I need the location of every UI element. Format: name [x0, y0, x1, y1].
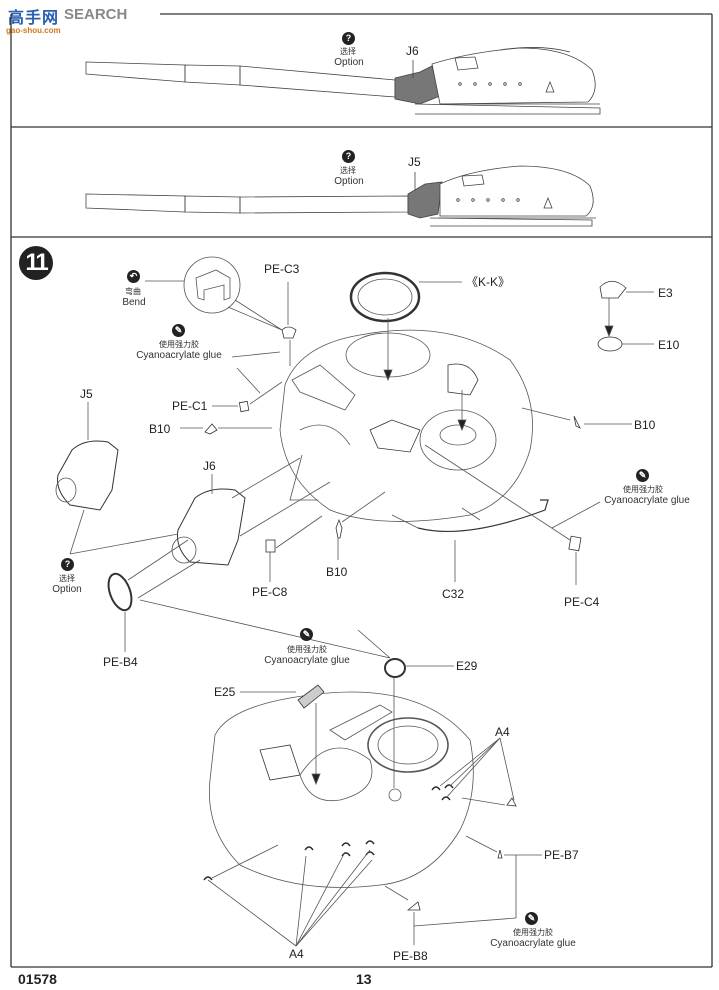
- part-label-pe-c8: PE-C8: [252, 585, 288, 599]
- watermark-logo: 高手网: [8, 10, 60, 27]
- glue-note-cn: 使用强力胶: [159, 340, 199, 349]
- glue-icon: ✎: [525, 912, 538, 925]
- part-label-j5: J5: [80, 387, 93, 401]
- glue-note-en: Cyanoacrylate glue: [490, 938, 576, 949]
- question-icon: ?: [342, 32, 355, 45]
- option-note-en: Option: [334, 57, 364, 68]
- option-note-en: Option: [334, 176, 364, 187]
- panel-borders: [10, 13, 713, 968]
- glue-note-cn: 使用强力胶: [513, 928, 553, 937]
- page-number: 13: [356, 971, 372, 987]
- option-note-cn: 选择: [340, 47, 356, 56]
- glue-note-en: Cyanoacrylate glue: [264, 655, 350, 666]
- option-note-en: Option: [52, 584, 82, 595]
- bend-icon: ↶: [127, 270, 140, 283]
- bend-note-cn: 弯曲: [125, 287, 141, 296]
- question-icon: ?: [342, 150, 355, 163]
- part-label-b10-bottom: B10: [326, 565, 348, 579]
- part-label-pe-b8: PE-B8: [393, 949, 428, 963]
- question-icon: ?: [61, 558, 74, 571]
- part-label-b10-right: B10: [634, 418, 656, 432]
- part-label-e29: E29: [456, 659, 478, 673]
- glue-note-en: Cyanoacrylate glue: [136, 350, 222, 361]
- glue-icon: ✎: [172, 324, 185, 337]
- part-label-pe-c3: PE-C3: [264, 262, 300, 276]
- glue-note-cn: 使用强力胶: [623, 485, 663, 494]
- part-label-pe-c1: PE-C1: [172, 399, 208, 413]
- part-label-a4-right: A4: [495, 725, 510, 739]
- turret-exploded-view: [55, 256, 654, 947]
- glue-icon: ✎: [636, 469, 649, 482]
- part-label-e25: E25: [214, 685, 236, 699]
- part-label-a4-bottom: A4: [289, 947, 304, 961]
- glue-note-en: Cyanoacrylate glue: [604, 495, 690, 506]
- glue-icon: ✎: [300, 628, 313, 641]
- product-code: 01578: [18, 971, 57, 987]
- part-label-pe-b4: PE-B4: [103, 655, 138, 669]
- turret-side-view-2: [85, 165, 596, 227]
- step-number-badge: 11: [19, 246, 53, 280]
- part-label-e3: E3: [658, 286, 673, 300]
- part-label-j6: J6: [203, 459, 216, 473]
- part-label-j6: J6: [406, 44, 419, 58]
- glue-note-cn: 使用强力胶: [287, 645, 327, 654]
- part-label-kk: 《K-K》: [466, 275, 511, 289]
- part-label-pe-b7: PE-B7: [544, 848, 579, 862]
- part-label-pe-c4: PE-C4: [564, 595, 600, 609]
- part-label-b10-left: B10: [149, 422, 171, 436]
- turret-side-view-1: [85, 47, 601, 115]
- option-note-cn: 选择: [340, 166, 356, 175]
- part-label-j5: J5: [408, 155, 421, 169]
- bend-note-en: Bend: [122, 297, 146, 308]
- part-label-c32: C32: [442, 587, 465, 601]
- watermark-overlay: SEARCH: [64, 6, 128, 23]
- part-label-e10: E10: [658, 338, 680, 352]
- watermark-url: gao-shou.com: [6, 26, 61, 35]
- option-note-cn: 选择: [59, 574, 75, 583]
